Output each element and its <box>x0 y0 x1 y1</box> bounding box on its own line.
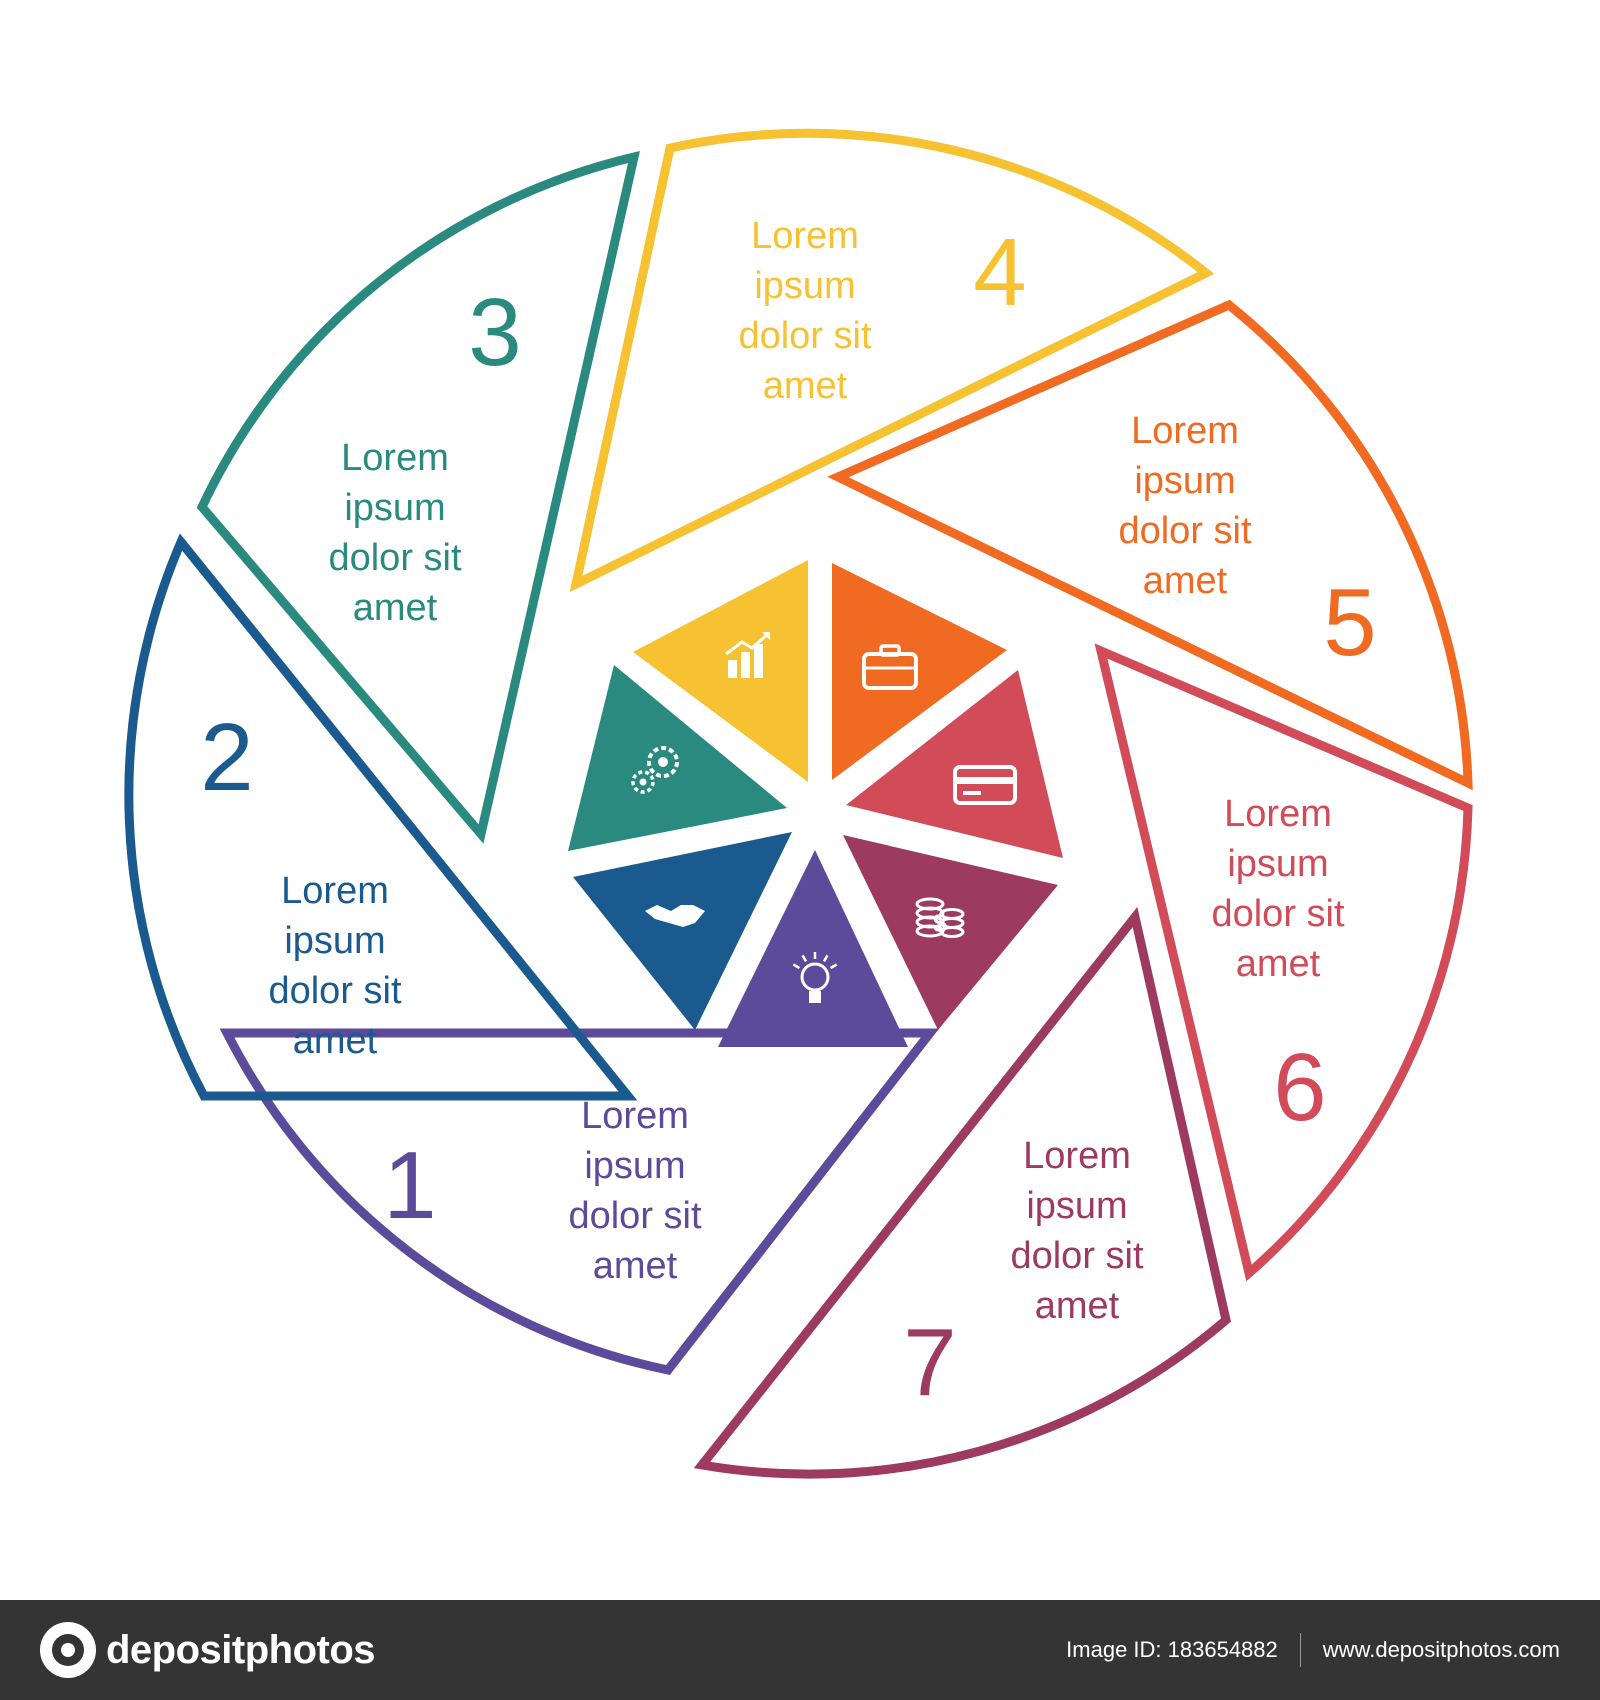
segment-1: 1 Lorem ipsum dolor sit amet <box>219 850 940 1375</box>
segment-3-outline <box>196 150 640 844</box>
depositphotos-logo-icon <box>40 1622 96 1678</box>
segment-7-outline <box>693 906 1231 1479</box>
segment-1-number: 1 <box>383 1132 436 1239</box>
segment-4-text-line: amet <box>763 365 848 407</box>
brand-name: depositphotos <box>106 1627 376 1672</box>
segment-3-text-line: amet <box>353 587 438 629</box>
segment-6-center-wedge <box>846 670 1063 858</box>
segment-3-text-line: dolor sit <box>328 537 461 579</box>
segment-7-text-line: amet <box>1035 1285 1120 1327</box>
segment-5-text-line: dolor sit <box>1118 510 1251 552</box>
segment-4-center-wedge <box>633 560 808 782</box>
segment-7-text-line: Lorem <box>1023 1135 1131 1177</box>
segment-4-text-line: ipsum <box>754 265 855 307</box>
segment-5-center-wedge <box>832 563 1007 780</box>
credit-card-icon <box>953 765 1017 805</box>
segment-5-text-line: ipsum <box>1134 460 1235 502</box>
segment-5-text-line: Lorem <box>1131 410 1239 452</box>
segment-7-number: 7 <box>903 1309 956 1416</box>
segment-4-text-line: Lorem <box>751 215 859 257</box>
coins-icon: $ <box>915 897 965 938</box>
briefcase-icon <box>862 644 918 690</box>
segment-5-text-line: amet <box>1143 560 1228 602</box>
footer-bar: depositphotos Image ID: 183654882 www.de… <box>0 1600 1600 1700</box>
segment-5: 5 Lorem ipsum dolor sit amet <box>827 299 1473 791</box>
image-id: Image ID: 183654882 <box>1066 1637 1278 1662</box>
segment-4: 4 Lorem ipsum dolor sit amet <box>569 128 1215 782</box>
lightbulb-icon <box>792 952 838 1003</box>
segment-6-text-line: ipsum <box>1227 843 1328 885</box>
segment-2-text-line: amet <box>293 1020 378 1062</box>
segment-1-center-wedge <box>718 850 908 1047</box>
segment-1-text-line: amet <box>593 1245 678 1287</box>
bar-chart-icon <box>725 632 770 678</box>
segment-4-text-line: dolor sit <box>738 315 871 357</box>
gears-icon <box>631 746 679 794</box>
segment-5-outline <box>827 299 1473 791</box>
segment-7-text-line: dolor sit <box>1010 1235 1143 1277</box>
segment-6-outline <box>1094 643 1473 1282</box>
segment-2-text-line: ipsum <box>284 920 385 962</box>
segment-2-text-line: Lorem <box>281 870 389 912</box>
segment-4-outline <box>569 128 1215 593</box>
segment-7-center-wedge <box>843 835 1058 1030</box>
brand-logo: depositphotos <box>40 1622 376 1678</box>
site-url: www.depositphotos.com <box>1322 1637 1560 1662</box>
svg-text:$: $ <box>933 908 948 938</box>
segment-1-text-line: Lorem <box>581 1095 689 1137</box>
segment-3-number: 3 <box>468 279 521 386</box>
segment-6-text-line: amet <box>1236 943 1321 985</box>
footer-divider <box>1299 1633 1301 1667</box>
segment-2-center-wedge <box>573 832 792 1030</box>
segment-7-text-line: ipsum <box>1026 1185 1127 1227</box>
segment-6-text-line: dolor sit <box>1211 893 1344 935</box>
segment-7: 7 Lorem ipsum dolor sit amet $ <box>693 835 1231 1479</box>
segment-4-number: 4 <box>973 219 1026 326</box>
segment-3-text-line: ipsum <box>344 487 445 529</box>
segment-2-text-line: dolor sit <box>268 970 401 1012</box>
segment-5-number: 5 <box>1323 569 1376 676</box>
segment-1-text-line: ipsum <box>584 1145 685 1187</box>
segment-2-number: 2 <box>200 704 253 811</box>
segment-3-text-line: Lorem <box>341 437 449 479</box>
segment-1-outline <box>219 1028 940 1375</box>
segment-6-number: 6 <box>1273 1034 1326 1141</box>
segment-6-text-line: Lorem <box>1224 793 1332 835</box>
segment-2-outline <box>124 533 638 1101</box>
segment-1-text-line: dolor sit <box>568 1195 701 1237</box>
footer-meta: Image ID: 183654882 www.depositphotos.co… <box>1066 1600 1560 1700</box>
handshake-icon <box>645 905 705 927</box>
